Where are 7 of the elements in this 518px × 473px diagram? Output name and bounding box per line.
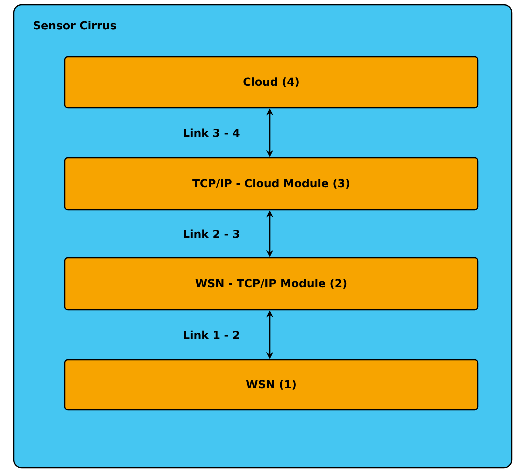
layer-box: WSN (1) <box>64 359 479 411</box>
edge-label: Link 2 - 3 <box>184 230 240 238</box>
layer-box: Cloud (4) <box>64 56 479 109</box>
edge-label: Link 3 - 4 <box>184 128 240 138</box>
layer-box: WSN - TCP/IP Module (2) <box>64 257 479 311</box>
layer-box: TCP/IP - Cloud Module (3) <box>64 157 479 211</box>
edge-label: Link 1 - 2 <box>184 330 240 340</box>
